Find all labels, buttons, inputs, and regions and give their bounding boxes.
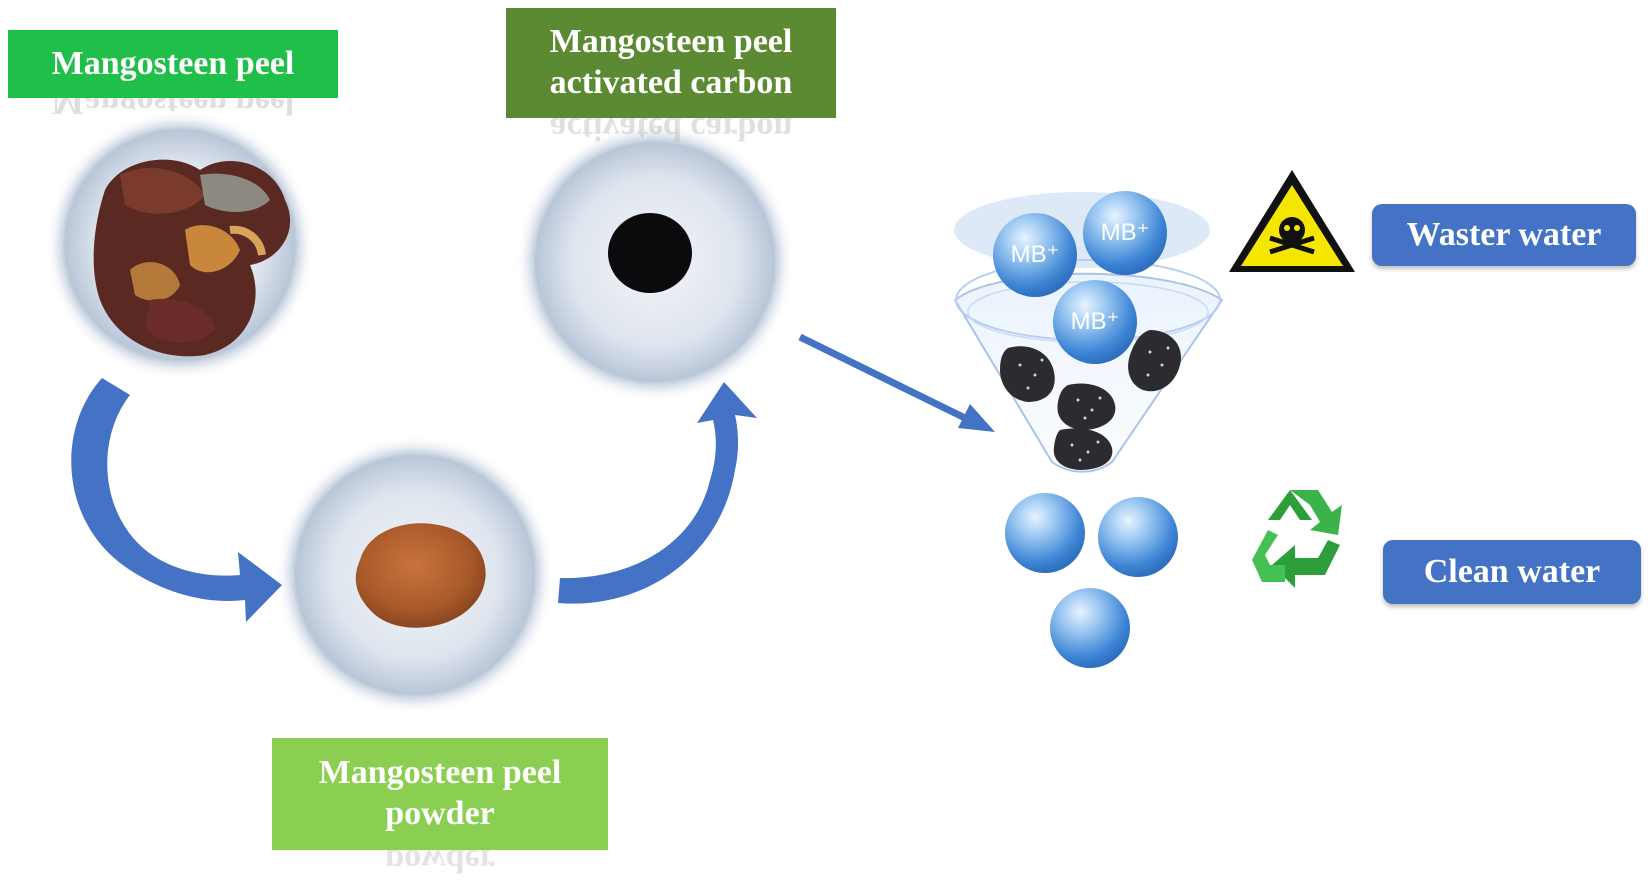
clean-water-drops	[1005, 493, 1178, 668]
mb-ion-label-1: MB⁺	[1010, 241, 1060, 268]
arrow-peel-to-powder	[71, 378, 282, 622]
arrow-carbon-to-funnel	[798, 333, 995, 432]
carbon-photo	[515, 122, 795, 402]
mb-bubble-1	[993, 213, 1077, 297]
label-peel-powder-reflection: powder	[385, 850, 495, 879]
peel-photo	[45, 110, 315, 380]
label-activated-carbon-line1: Mangosteen peel	[549, 23, 793, 61]
mb-bubble-3	[1053, 280, 1137, 364]
label-mangosteen-peel: Mangosteen peel	[8, 30, 338, 98]
label-activated-carbon: Mangosteen peel activated carbon	[506, 8, 836, 118]
label-activated-carbon-reflection: activated carbon	[549, 118, 793, 147]
mb-bubble-2	[1083, 191, 1167, 275]
carbon-granules	[1000, 330, 1181, 470]
label-peel-powder-line2: powder	[385, 795, 495, 832]
label-activated-carbon-line2: activated carbon	[549, 64, 793, 101]
recycle-icon	[1252, 490, 1342, 588]
label-peel-powder: Mangosteen peel powder	[272, 738, 608, 850]
label-peel-powder-line1: Mangosteen peel	[318, 754, 562, 792]
clean-water-label: Clean water	[1383, 540, 1641, 604]
label-mangosteen-peel-text: Mangosteen peel	[51, 44, 295, 82]
label-mangosteen-peel-reflection: Mangosteen peel	[51, 98, 295, 121]
powder-photo	[275, 435, 555, 715]
biohazard-warning-icon	[1229, 170, 1355, 272]
arrow-powder-to-carbon	[558, 382, 757, 604]
mb-ion-label-2: MB⁺	[1100, 219, 1150, 246]
waste-water-label: Waster water	[1372, 204, 1636, 266]
mb-ion-label-3: MB⁺	[1070, 308, 1120, 335]
